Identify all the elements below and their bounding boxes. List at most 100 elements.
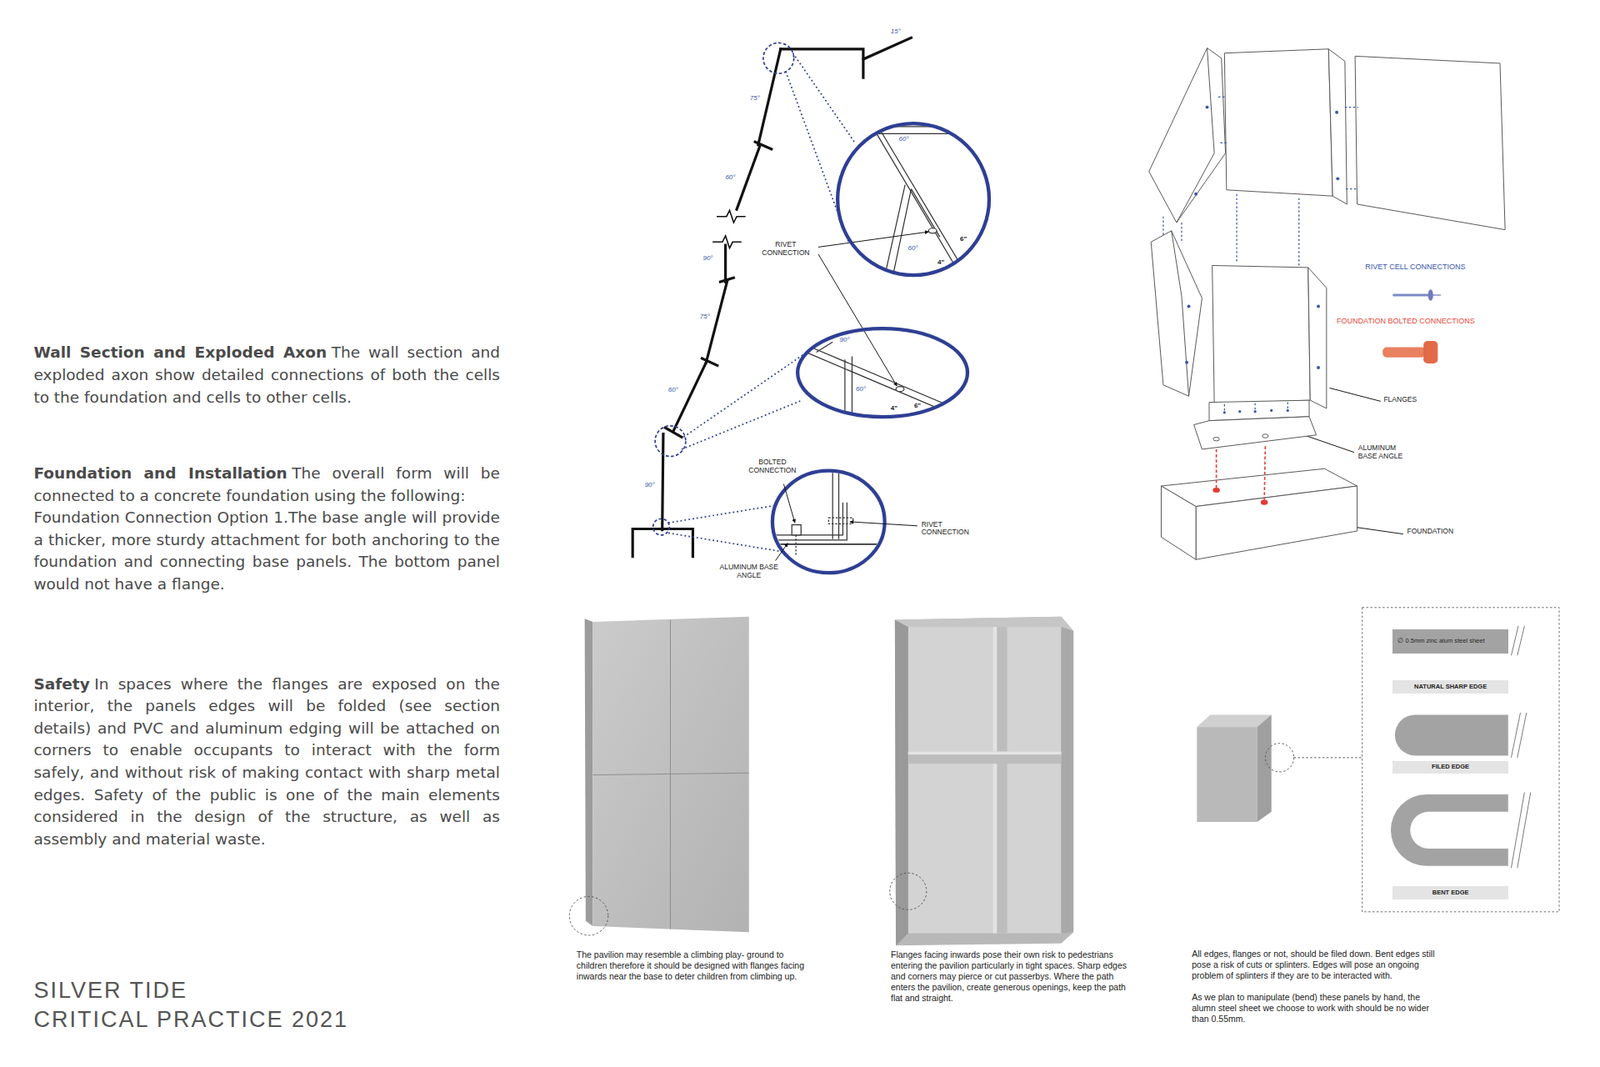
rivet-connection-marks [1163,96,1359,412]
wall-section [736,145,760,210]
detail-rivet-middle [805,336,975,424]
rivet-connection-marks [1224,402,1288,413]
rivet-dots [1335,110,1339,115]
panel-rendering-flanges-in [908,751,1062,755]
bubble-outline [797,328,968,417]
leader-lines [775,543,789,561]
exploded-axon [1224,49,1333,196]
detail-base [771,471,889,557]
edge-type-name: FILED EDGE [1431,763,1470,770]
panel-rendering-flanges-in [890,872,927,910]
leader-lines [1353,526,1404,535]
panel-rendering-edge [1196,607,1560,912]
wall-section [780,37,912,78]
callout-label: RIVET CONNECTION [757,240,815,258]
exploded-axon [1308,267,1327,409]
rivet-dots [1185,360,1189,365]
legend-icons [1428,289,1434,300]
callout-label: RIVET CONNECTION [921,520,981,538]
detail-rivet-top [872,126,975,289]
panel-rendering-edge [1257,714,1272,822]
edge-profiles [1390,794,1509,866]
detail-callout-marks [681,349,812,450]
detail-base [832,471,839,540]
rivet-dots [1223,410,1226,414]
rivet-dots [1187,305,1191,309]
panel-rendering-flanges-out [592,620,749,930]
exploded-axon [1160,485,1196,560]
angle-label: 60° [907,245,920,253]
exploded-axon [1150,230,1202,396]
callout-label: BOLTED CONNECTION [742,458,802,475]
project-subtitle: CRITICAL PRACTICE 2021 [33,1006,349,1033]
leader-lines [1330,387,1381,401]
bubble-outline [795,326,970,419]
edge-note-paragraph: All edges, flanges or not, should be fil… [1191,948,1442,981]
exploded-axon [1213,436,1220,440]
panel-rendering-flanges-in [895,620,909,946]
edge-type-band: FILED EDGE [1392,760,1508,775]
panel-rendering-edge [1196,726,1257,822]
wall-section [701,280,728,366]
angle-label: 90° [839,336,851,345]
detail-rivet-top [928,228,937,234]
panel-rendering-edge [1294,756,1363,758]
wall-section [632,37,911,556]
rivet-dots [1316,305,1320,309]
angle-label: 90° [644,480,656,489]
description-paragraph: Foundation and InstallationThe overall f… [33,462,500,507]
dimension-label: 6" [959,235,968,244]
section-heading: Safety [33,675,90,693]
rivet-dots [1254,410,1257,413]
panel-rendering-flanges-in [908,751,1062,765]
foundation-bolt-marks [1212,445,1268,505]
detail-callout-marks [772,470,885,573]
edge-type-name: BENT EDGE [1432,889,1470,896]
rivet-dots [1185,105,1340,415]
detail-base [771,543,889,545]
exploded-axon [1262,434,1269,438]
legend-icons [1432,294,1441,295]
bubble-outline [835,121,991,277]
dimension-label: 4" [890,405,899,413]
dimension-label: 6" [913,402,922,410]
detail-callout-marks [785,53,855,244]
panel-rendering-flanges-in [908,626,1062,933]
rendering-caption: The pavilion may resemble a climbing pla… [576,949,810,982]
panel-rendering-flanges-out [585,618,594,926]
sheet-profile: ∅ 0.5mm zinc alum steel sheet [1392,629,1508,654]
callout-label: ALUMINUM BASE ANGLE [714,563,784,580]
wall-section [717,210,745,223]
detail-base [771,502,848,540]
panel-rendering-flanges-out [592,616,749,932]
edge-profiles [1390,625,1531,868]
rivet-dots [1286,409,1290,412]
panel-rendering-flanges-in [895,616,1074,945]
edge-type-band: NATURAL SHARP EDGE [1392,680,1508,694]
rivet-connection-marks [1345,107,1359,190]
angle-label: 60° [898,135,910,144]
angle-label: 90° [701,254,714,262]
detail-base [791,525,801,535]
rivet-connection-marks [1236,194,1300,268]
section-heading: Foundation and Installation [33,464,287,482]
angle-label: 75° [749,94,761,102]
description-column: Wall Section and Exploded AxonThe wall s… [33,341,500,850]
body-text: Foundation Connection Option 1.The base … [33,508,500,593]
section-heading: Wall Section and Exploded Axon [33,343,327,361]
exploded-axon [1195,485,1357,560]
foundation-bolt-marks [1212,487,1220,493]
wall-section [632,528,693,556]
rivet-dots [1238,410,1241,413]
wall-section [720,245,734,282]
description-paragraph: SafetyIn spaces where the flanges are ex… [33,673,500,851]
panel-rendering-flanges-in [992,626,997,933]
edge-type-band: BENT EDGE [1392,885,1508,900]
part-label: ALUMINUM BASE ANGLE [1358,444,1412,461]
exploded-axon [1149,48,1226,223]
edge-note-paragraph: As we plan to manipulate (bend) these pa… [1191,991,1442,1025]
foundation-bolt-marks [1260,500,1269,505]
exploded-axon [1328,49,1347,205]
edge-profiles [1510,625,1530,868]
